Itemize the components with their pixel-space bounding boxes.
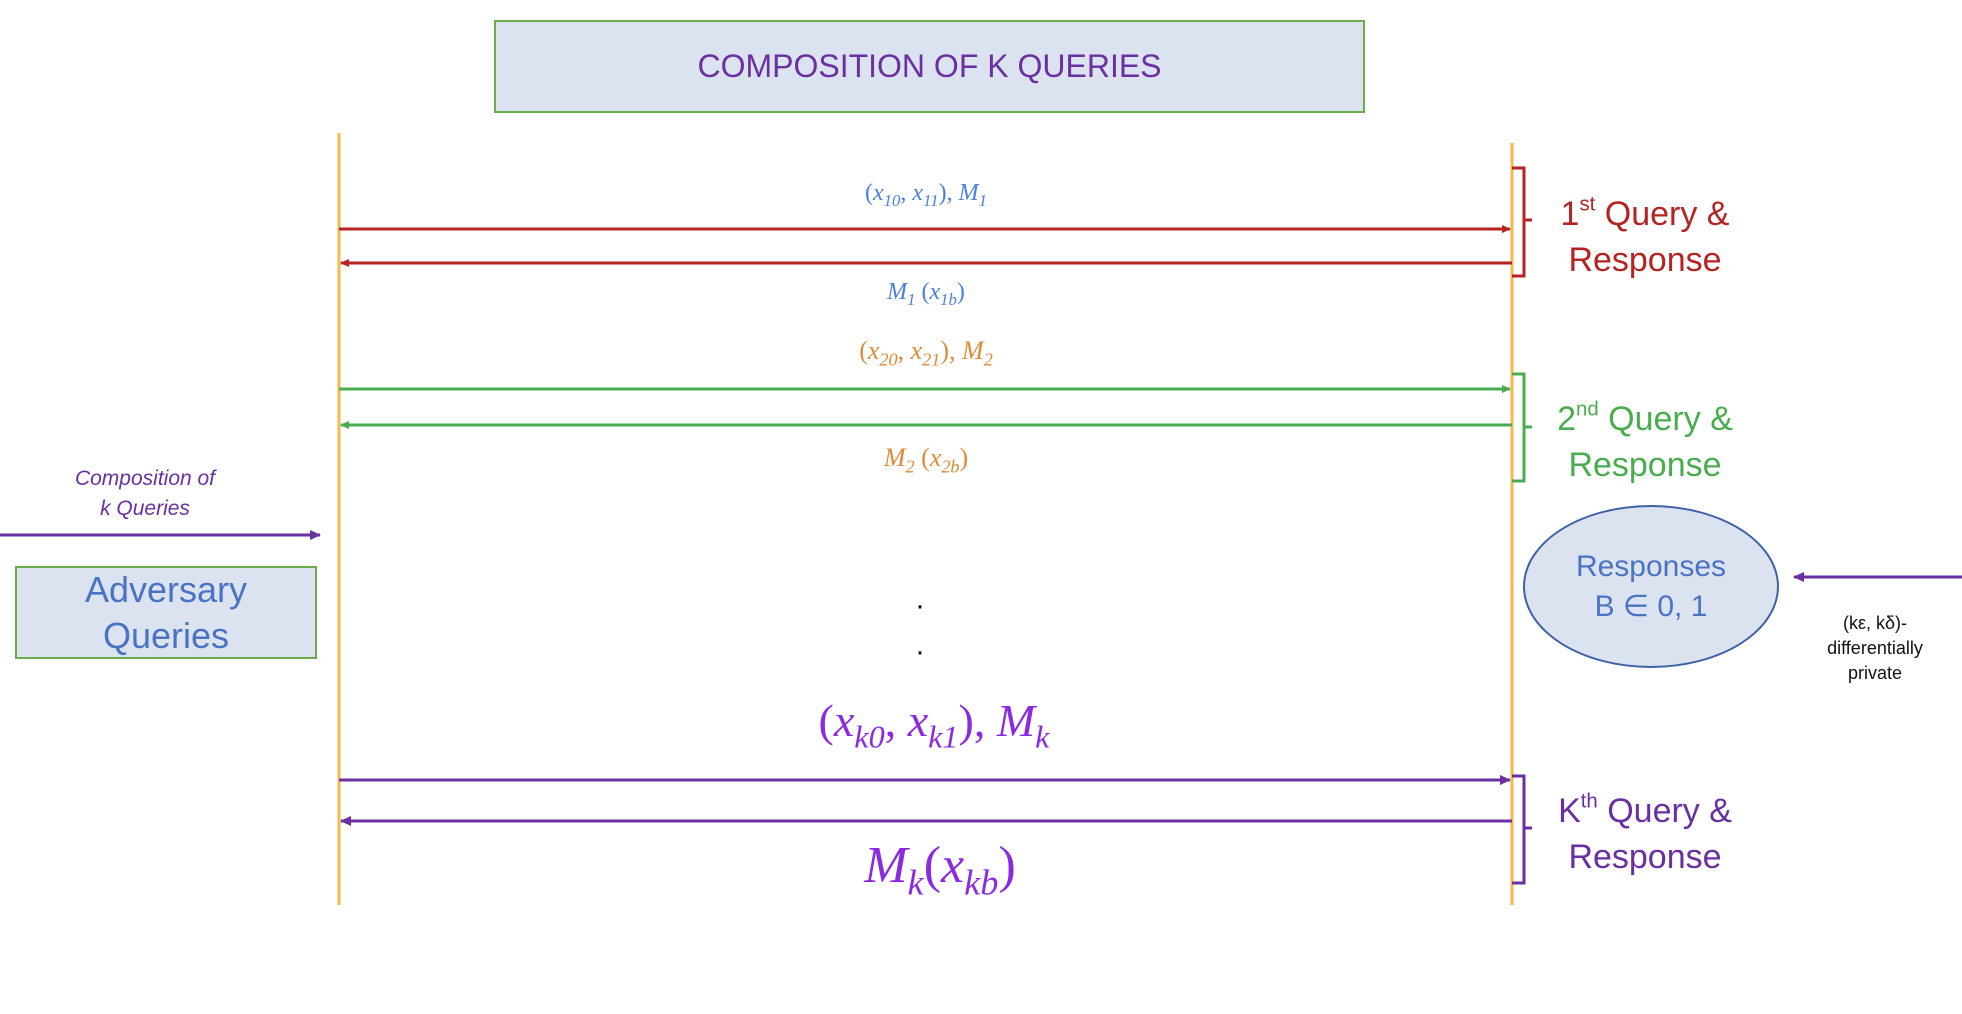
- query-k-bracket: [1512, 774, 1532, 885]
- responses-ellipse: Responses B ∈ 0, 1: [1523, 505, 1779, 668]
- query-1-label: 1st Query & Response: [1560, 193, 1730, 279]
- response-2-message: M2 (x2b): [883, 443, 969, 477]
- dp-note-line2: differentially: [1827, 638, 1923, 658]
- adversary-label-line1: Adversary: [84, 568, 248, 610]
- query-2-bracket: [1512, 372, 1532, 483]
- query-1-message: (x10, x11), M1: [864, 180, 988, 210]
- response-1-message: M1 (x1b): [887, 279, 965, 309]
- responses-line2: B ∈ 0, 1: [1594, 589, 1708, 623]
- adversary-box: Adversary Queries: [15, 566, 317, 659]
- responses-line1: Responses: [1575, 549, 1727, 583]
- ellipsis-dots: · ·: [915, 583, 925, 675]
- dp-note: (kε, kδ)- differentially private: [1800, 611, 1950, 686]
- ellipsis-dot-1: ·: [915, 589, 925, 622]
- dp-note-line1: (kε, kδ)-: [1842, 613, 1908, 633]
- page-title: COMPOSITION OF K QUERIES: [697, 48, 1162, 84]
- query-k-label: Kth Query & Response: [1558, 790, 1732, 876]
- query-1-bracket: [1512, 166, 1532, 278]
- title-box: COMPOSITION OF K QUERIES: [494, 20, 1365, 113]
- composition-note: Composition of k Queries: [40, 464, 250, 524]
- adversary-label-line2: Queries: [102, 614, 230, 656]
- dp-note-line3: private: [1847, 663, 1903, 683]
- query-2-label: 2nd Query & Response: [1557, 398, 1733, 484]
- query-k-message: (xk0, xk1), Mk: [818, 695, 1050, 755]
- response-k-message: Mk(xkb): [864, 837, 1016, 903]
- composition-note-line2: k Queries: [100, 497, 190, 520]
- query-2-message: (x20, x21), M2: [859, 336, 993, 370]
- ellipsis-dot-2: ·: [915, 635, 925, 668]
- composition-note-line1: Composition of: [74, 467, 216, 490]
